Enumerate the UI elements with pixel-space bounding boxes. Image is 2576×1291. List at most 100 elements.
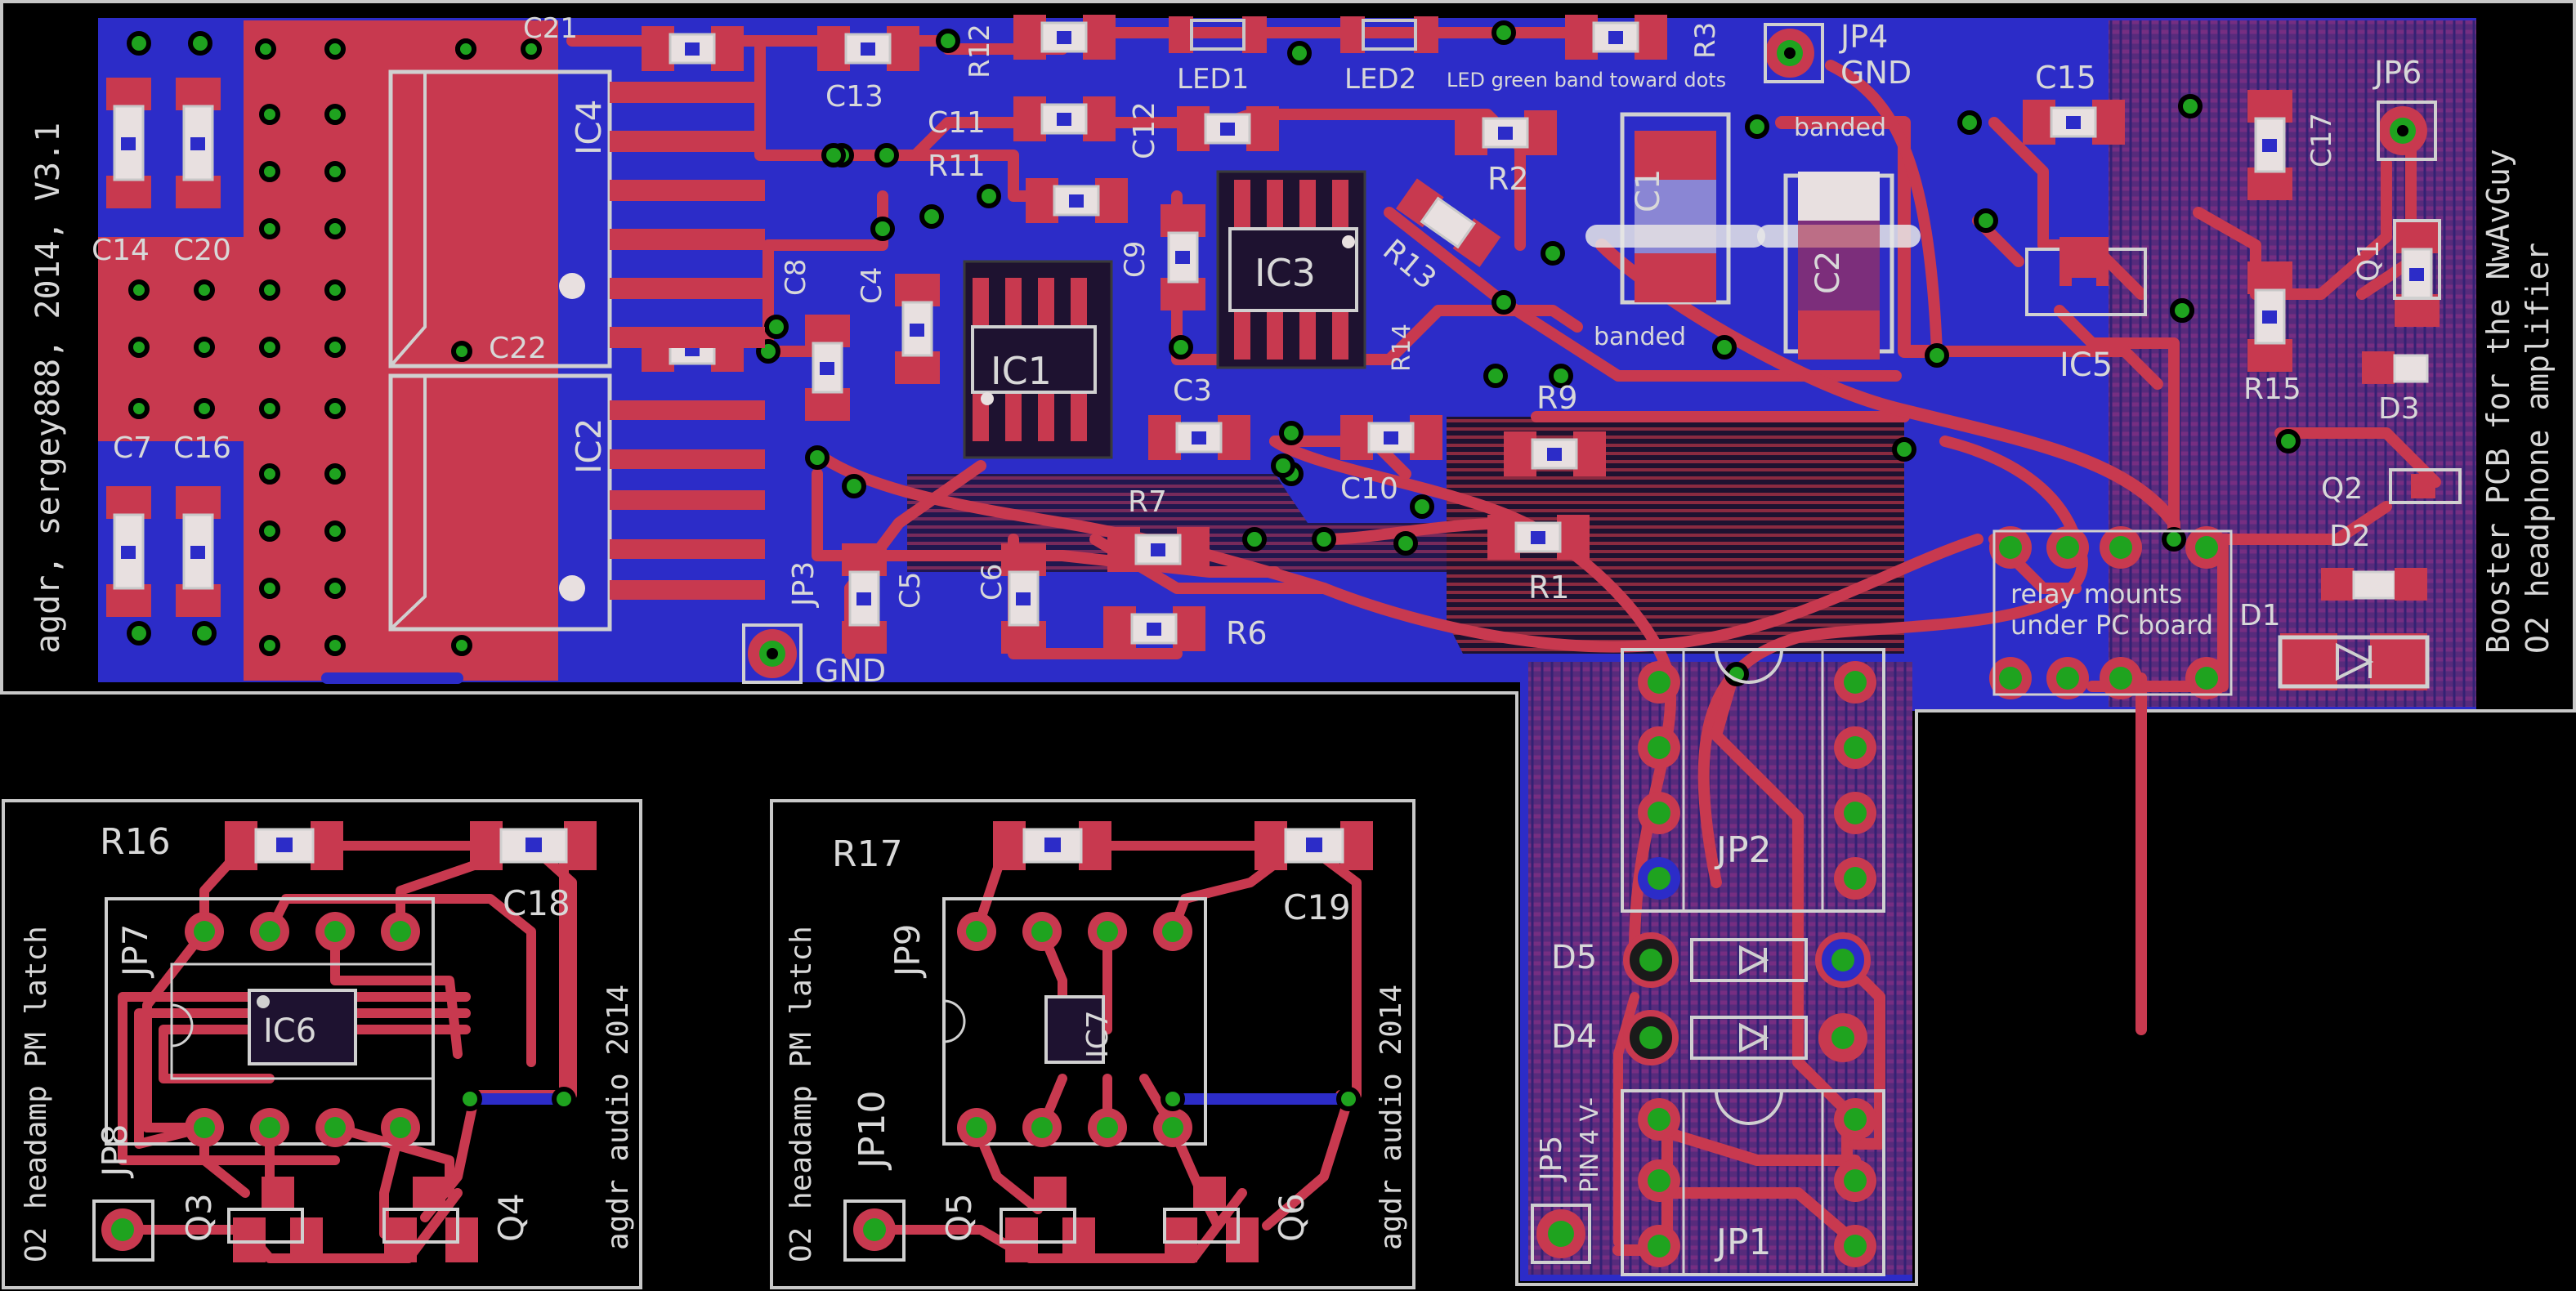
label-IC3: IC3 [1254,251,1316,295]
latch-board-right: R17 C19 JP9 IC7 JP10 Q5 Q6 O2 headamp PM… [770,799,1415,1289]
label-IC1: IC1 [991,349,1052,393]
label-C10: C10 [1340,472,1398,506]
board-title-line2: O2 headphone amplifier [2520,243,2556,654]
latch-right-side-text: O2 headamp PM latch [785,926,818,1262]
d2-footprint [2321,568,2427,601]
label-R14: R14 [1388,324,1416,372]
label-LED2: LED2 [1344,63,1416,96]
latch-right-outline [770,799,1415,1289]
label-JP10: JP10 [852,1091,893,1172]
led2-footprint [1340,16,1438,53]
d3-footprint [2362,351,2429,384]
label-D5: D5 [1551,939,1597,976]
label-Q2: Q2 [2321,472,2363,506]
label-C19: C19 [1283,887,1351,927]
label-IC6: IC6 [263,1012,316,1050]
label-R1: R1 [1528,570,1570,605]
label-Q3: Q3 [179,1193,219,1242]
top-copper-hatch-mid [1528,662,1912,1275]
label-C12: C12 [1128,101,1161,159]
latch-board-left: R16 C18 JP7 IC6 JP8 Q3 Q4 O2 headamp PM … [2,799,642,1289]
label-banded-bottom: banded [1594,323,1686,351]
label-Q5: Q5 [939,1193,979,1242]
label-JP2: JP2 [1714,829,1772,871]
label-JP1: JP1 [1714,1222,1772,1263]
d1-footprint [2278,633,2430,690]
label-C2: C2 [1809,251,1847,294]
label-R11: R11 [928,150,986,183]
label-C21: C21 [523,12,578,45]
smd-parts [106,15,2440,654]
label-JP6: JP6 [2373,55,2422,91]
label-C8: C8 [780,259,812,296]
latch-left-side-text: O2 headamp PM latch [20,926,53,1262]
label-C14: C14 [92,234,150,267]
relay-pads [1989,526,2228,699]
label-LED1: LED1 [1177,63,1249,96]
part-labels: C21 C13 R12 LED1 LED2 R3 JP4 GND LED gre… [92,12,2422,1263]
label-R6: R6 [1226,615,1268,651]
ic2-outline [388,373,765,632]
label-jp5-pin: PIN 4 V- [1576,1097,1604,1193]
label-C11: C11 [928,106,986,140]
latch-left-outline [2,799,642,1289]
latch-right-year-text: agdr audio 2014 [1375,985,1408,1250]
regulator-copper-area-2 [98,237,245,441]
label-JP3: JP3 [787,561,821,608]
q1-footprint [2393,219,2441,300]
label-R15: R15 [2243,373,2301,406]
c2-footprint [1757,172,1921,360]
label-C20: C20 [173,234,231,267]
label-IC7: IC7 [1081,1010,1115,1058]
board-title-line1: Booster PCB for the NwAvGuy [2480,149,2516,654]
label-D3: D3 [2378,392,2420,426]
label-C7: C7 [113,431,152,465]
label-Q1: Q1 [2352,240,2386,282]
label-JP8: JP8 [95,1124,135,1179]
label-IC4: IC4 [569,100,609,155]
label-JP4: JP4 [1839,19,1888,55]
label-C6: C6 [976,564,1008,601]
label-C22: C22 [489,332,547,365]
label-JP7: JP7 [115,924,155,979]
jp2-outline [1621,648,1885,913]
label-R9: R9 [1536,380,1578,416]
label-relay-1: relay mounts [2010,578,2182,610]
label-R17: R17 [832,833,903,875]
c1-footprint [1585,112,1765,305]
jp1-outline [1621,1089,1885,1276]
label-IC2: IC2 [569,418,609,474]
label-D1: D1 [2239,599,2281,632]
ic1-footprint [963,260,1113,459]
dense-hatch-area [1447,417,1904,654]
label-D2: D2 [2329,520,2371,553]
label-GND-top: GND [1840,55,1912,91]
label-led-note: LED green band toward dots [1447,69,1726,92]
jp1-pads [1638,1098,1876,1267]
label-C15: C15 [2035,60,2096,96]
th-pads [748,29,2427,1267]
board-credit: agdr, sergey888, 2014, V3.1 [29,123,67,654]
label-C9: C9 [1119,241,1152,278]
label-Q6: Q6 [1272,1193,1312,1242]
label-Q4: Q4 [491,1193,531,1242]
label-D4: D4 [1551,1018,1597,1056]
led1-footprint [1169,16,1267,53]
d4-outline [1690,1016,1808,1060]
label-banded-top: banded [1794,114,1886,142]
label-GND-bottom: GND [815,653,886,689]
label-R16: R16 [100,821,171,863]
label-JP5: JP5 [1535,1136,1568,1182]
relay-outline [1992,529,2233,696]
regulator-copper-area [244,20,558,681]
label-relay-2: under PC board [2010,610,2213,641]
label-R2: R2 [1487,161,1529,197]
ic5-footprint [2025,237,2147,316]
label-R3: R3 [1689,22,1722,59]
label-IC5: IC5 [2059,346,2113,384]
ic3-footprint [1216,170,1366,369]
d5-outline [1690,938,1808,982]
label-C17: C17 [2305,113,2338,168]
